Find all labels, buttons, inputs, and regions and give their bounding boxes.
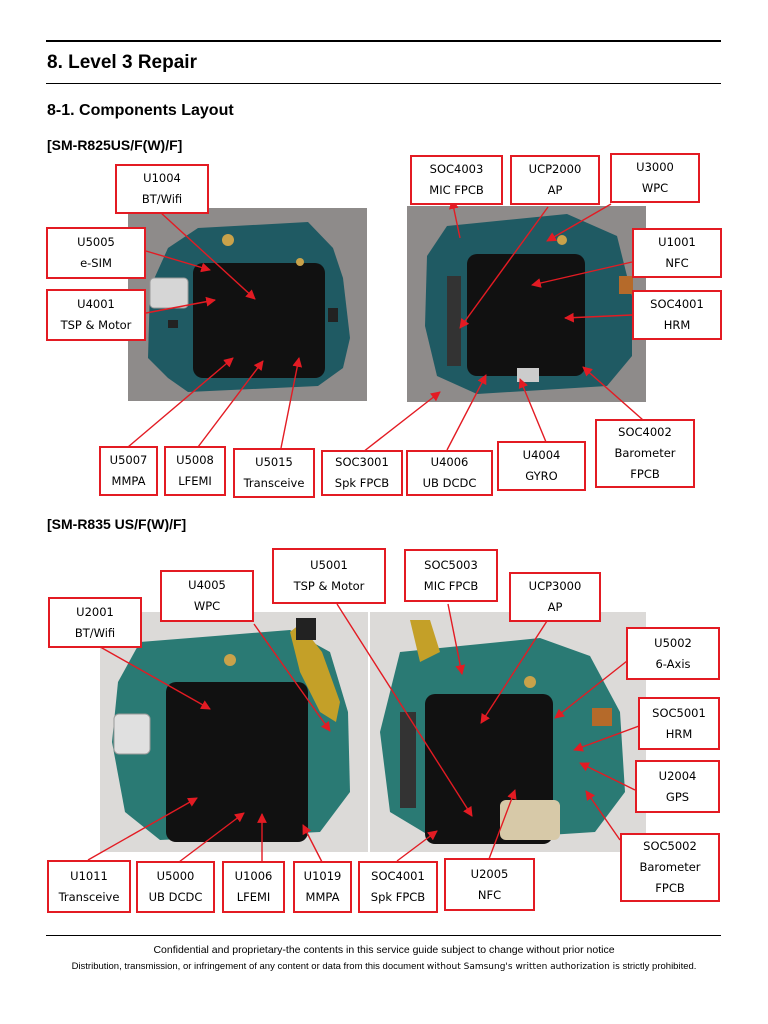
subsection-title: 8-1. Components Layout xyxy=(47,102,234,119)
model-a-title: [SM-R825US/F(W)/F] xyxy=(47,137,183,153)
footer-legal-suffix: strictly prohibited. xyxy=(619,961,697,972)
header-rule xyxy=(46,83,721,84)
footer-legal-emph: without Samsung's written authorization … xyxy=(426,962,620,972)
top-rule xyxy=(46,40,721,42)
section-title: 8. Level 3 Repair xyxy=(47,52,197,73)
footer-legal-prefix: Distribution, transmission, or infringem… xyxy=(71,961,427,972)
model-b-photo-back xyxy=(370,612,646,852)
model-a-photo-back xyxy=(407,206,646,402)
footer-rule xyxy=(46,935,721,936)
model-b-title: [SM-R835 US/F(W)/F] xyxy=(47,516,187,532)
model-a-photo-front xyxy=(128,208,367,401)
model-b-photo-front xyxy=(100,612,368,852)
footer-notice: Confidential and proprietary-the content… xyxy=(153,944,615,956)
footer-legal: Distribution, transmission, or infringem… xyxy=(0,961,768,972)
